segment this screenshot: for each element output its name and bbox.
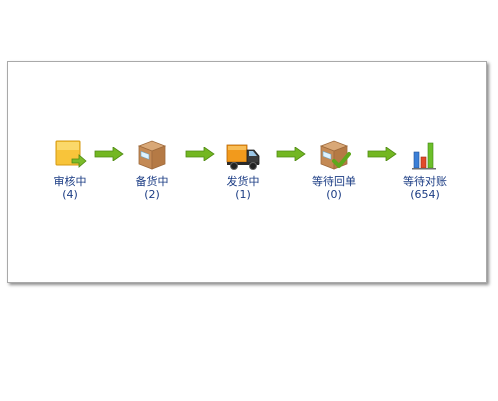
step-count: (654): [410, 188, 440, 201]
step-stocking[interactable]: 备货中 (2): [117, 138, 187, 201]
step-label: 备货中: [135, 175, 169, 188]
step-shipping[interactable]: 发货中 (1): [208, 138, 278, 201]
step-awaiting-receipt[interactable]: 等待回单 (0): [299, 138, 369, 201]
step-awaiting-reconciliation[interactable]: 等待对账 (654): [390, 138, 460, 201]
step-count: (1): [235, 188, 251, 201]
step-label: 等待对账: [403, 175, 447, 188]
truck-icon: [226, 144, 260, 170]
flow-arrow-icon: [276, 147, 306, 161]
flow-arrow-icon: [185, 147, 215, 161]
order-status-panel: 审核中 (4) 备货中 (2) 发货中 (1): [7, 61, 487, 283]
box-icon: [137, 140, 167, 170]
box-check-icon: [319, 140, 351, 170]
step-count: (2): [144, 188, 160, 201]
step-reviewing[interactable]: 审核中 (4): [35, 138, 105, 201]
step-count: (4): [62, 188, 78, 201]
step-label: 等待回单: [312, 175, 356, 188]
step-label: 发货中: [226, 175, 260, 188]
step-count: (0): [326, 188, 342, 201]
flow-arrow-icon: [94, 147, 124, 161]
document-arrow-icon: [55, 140, 87, 168]
flow-arrow-icon: [367, 147, 397, 161]
bar-chart-icon: [412, 142, 436, 170]
step-label: 审核中: [53, 175, 87, 188]
